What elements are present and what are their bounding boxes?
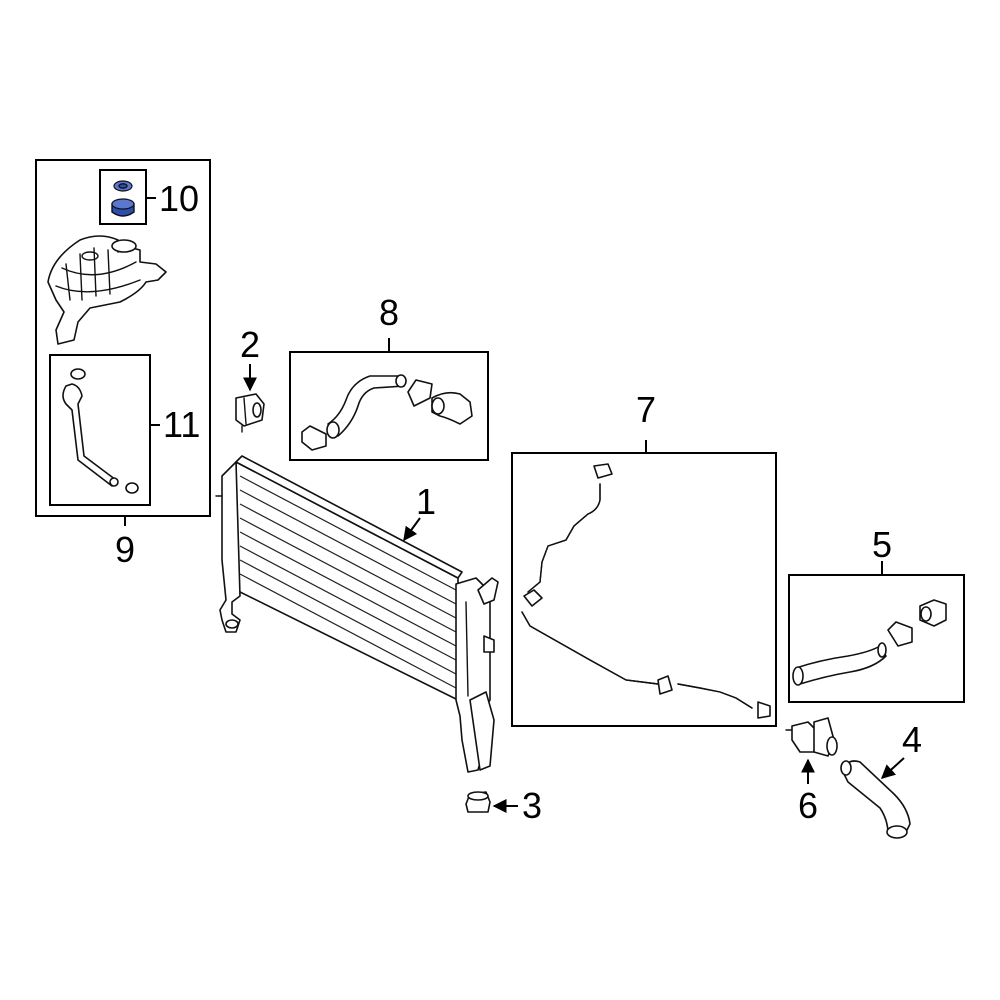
callout-2: 2 bbox=[240, 324, 260, 365]
radiator-fins bbox=[239, 475, 457, 689]
callout-9: 9 bbox=[115, 529, 135, 570]
coolant-lines-box bbox=[511, 452, 777, 727]
reservoir-assembly-group bbox=[35, 159, 211, 526]
callout-10: 10 bbox=[159, 178, 199, 219]
hose-sub-box bbox=[49, 354, 151, 506]
callout-11: 11 bbox=[163, 404, 200, 445]
callout-5: 5 bbox=[872, 524, 892, 565]
callout-8: 8 bbox=[379, 292, 399, 333]
callout-4: 4 bbox=[902, 719, 922, 760]
upper-radiator-hose-part[interactable] bbox=[301, 374, 473, 451]
callout-3: 3 bbox=[522, 785, 542, 826]
callout-1: 1 bbox=[416, 481, 436, 522]
reservoir-assembly-box bbox=[35, 159, 211, 517]
radiator-part[interactable] bbox=[215, 455, 499, 773]
coolant-line-assembly-part[interactable] bbox=[521, 463, 771, 719]
radiator-mount-part[interactable] bbox=[235, 393, 265, 433]
coolant-lines-group bbox=[511, 440, 777, 727]
callout-6: 6 bbox=[798, 785, 818, 826]
leader-4 bbox=[880, 757, 905, 779]
reservoir-cap-part[interactable] bbox=[111, 180, 135, 217]
reservoir-hose-part[interactable] bbox=[62, 368, 139, 494]
lower-hose-group bbox=[788, 561, 965, 703]
radiator-grommet-part[interactable] bbox=[465, 791, 491, 813]
coolant-reservoir-part[interactable] bbox=[47, 235, 167, 345]
callout-7: 7 bbox=[636, 389, 656, 430]
lower-radiator-hose-part[interactable] bbox=[792, 599, 947, 686]
lower-hose-box bbox=[788, 574, 965, 703]
heater-hose-part[interactable] bbox=[840, 760, 911, 839]
upper-hose-group bbox=[289, 338, 489, 461]
coolant-valve-part[interactable] bbox=[785, 717, 838, 757]
leader-1 bbox=[403, 517, 421, 542]
